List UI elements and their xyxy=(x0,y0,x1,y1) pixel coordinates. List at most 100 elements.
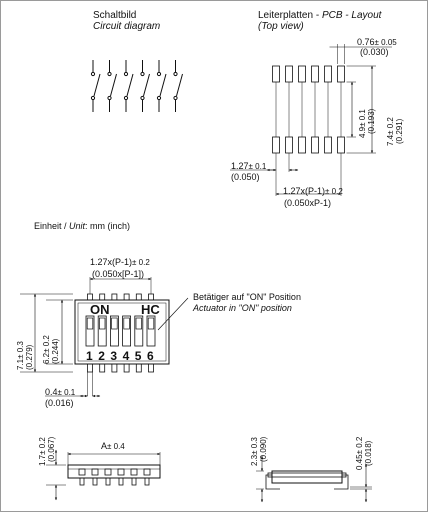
pcb-overall-inch: (0.291) xyxy=(395,118,404,144)
side-actuator xyxy=(78,468,86,476)
switch-position-5: 5 xyxy=(134,349,142,363)
circuit-bottom-contact xyxy=(107,95,112,101)
circuit-switch-blade xyxy=(110,73,117,97)
side-actuator xyxy=(91,468,99,476)
unit-value: : mm (inch) xyxy=(85,221,131,231)
switch-brand-label: HC xyxy=(141,302,160,317)
pcb-bottom-pad xyxy=(324,136,332,154)
switch-body-inner xyxy=(77,302,167,362)
switch-actuator-slot xyxy=(146,315,156,347)
pcb-top-pad xyxy=(337,65,345,83)
switch-bottom-pin xyxy=(135,363,142,373)
pcb-title-main: Leiterplatten - xyxy=(258,10,322,21)
circuit-subtitle: Circuit diagram xyxy=(93,21,161,32)
side-body xyxy=(67,464,161,479)
pcb-pad-width: 0.76± 0.05 xyxy=(357,37,397,48)
switch-top-span-inch: (0.050x[P-1]) xyxy=(92,269,145,279)
pcb-span: 1.27x(P-1)± 0.2 xyxy=(283,186,343,197)
switch-actuator-knob xyxy=(135,317,142,330)
end-height-tol: ± 0.3 xyxy=(250,437,259,455)
circuit-bottom-contact xyxy=(173,95,178,101)
switch-actuator-slot xyxy=(134,315,144,347)
switch-actuator-knob xyxy=(99,317,106,330)
side-length-label: A xyxy=(101,441,108,451)
end-thickness-inch: (0.018) xyxy=(364,440,373,466)
circuit-top-contact xyxy=(140,71,145,77)
switch-position-1: 1 xyxy=(86,349,93,363)
end-left-lead xyxy=(265,474,280,490)
switch-pin-width-value: 0.4 xyxy=(45,387,58,397)
switch-bottom-pin xyxy=(99,363,106,373)
pcb-pad-gap: 4.9± 0.1 xyxy=(358,109,367,138)
unit-label: Unit xyxy=(69,221,86,231)
switch-bottom-pin xyxy=(123,363,130,373)
pcb-span-inch: (0.050xP-1) xyxy=(284,198,332,208)
side-height: 1.7± 0.2 xyxy=(38,437,47,466)
end-thickness: 0.45± 0.2 xyxy=(355,437,364,470)
switch-top-pin xyxy=(135,293,142,301)
circuit-top-contact xyxy=(173,71,178,77)
circuit-switch-blade xyxy=(143,73,150,97)
switch-top-pin xyxy=(87,293,93,301)
end-view xyxy=(256,455,372,503)
side-height-tol: ± 0.2 xyxy=(38,437,47,455)
switch-height-inner-tol: ± 0.2 xyxy=(42,335,51,353)
pcb-bottom-pad xyxy=(298,136,306,154)
end-height: 2.3± 0.3 xyxy=(250,437,259,466)
switch-height-inner-value: 6.2 xyxy=(42,352,51,364)
circuit-top-contact xyxy=(107,71,112,77)
end-height-value: 2.3 xyxy=(250,454,259,466)
side-length-tol: ± 0.4 xyxy=(107,442,125,451)
switch-height-inner: 6.2± 0.2 xyxy=(42,335,51,364)
switch-bottom-pin xyxy=(87,363,93,373)
switch-actuator-slot xyxy=(85,315,95,347)
switch-bottom-pin xyxy=(148,363,154,373)
pcb-pad-width-inch: (0.030) xyxy=(360,47,389,57)
switch-height-inner-inch: (0.244) xyxy=(51,338,60,364)
pcb-subtitle: (Top view) xyxy=(258,21,304,32)
circuit-bottom-contact xyxy=(90,95,96,101)
switch-actuator-slot xyxy=(97,315,107,347)
pcb-span-value: 1.27x(P-1) xyxy=(283,186,326,196)
switch-body xyxy=(74,299,170,365)
circuit-diagram xyxy=(90,60,183,112)
pcb-pad-width-tol: ± 0.05 xyxy=(374,38,397,47)
side-actuator xyxy=(104,468,112,476)
switch-top-pin xyxy=(111,293,118,301)
side-pin xyxy=(131,477,137,486)
end-thickness-value: 0.45 xyxy=(355,454,364,470)
switch-actuator-knob xyxy=(111,317,118,330)
switch-actuator-knob xyxy=(123,317,130,330)
circuit-title: Schaltbild xyxy=(93,10,137,21)
side-actuator xyxy=(130,468,138,476)
end-thickness-tol: ± 0.2 xyxy=(355,436,364,455)
end-height-inch: (0.090) xyxy=(259,436,268,462)
switch-top-span-value: 1.27x(P-1) xyxy=(90,257,133,267)
circuit-top-contact xyxy=(156,71,162,77)
switch-actuator-knob xyxy=(147,317,155,330)
pcb-layout xyxy=(230,44,392,196)
side-pin xyxy=(118,477,124,486)
side-pin xyxy=(144,477,150,486)
switch-position-6: 6 xyxy=(147,349,154,363)
circuit-bottom-contact xyxy=(140,95,145,101)
pcb-top-pad xyxy=(298,65,306,83)
pcb-top-pad xyxy=(272,65,280,83)
side-height-value: 1.7 xyxy=(38,454,47,466)
switch-top-span-tol: ± 0.2 xyxy=(132,258,150,267)
pcb-bottom-pad xyxy=(311,136,319,154)
switch-actuator-slot xyxy=(110,315,119,347)
pcb-overall-value: 7.4 xyxy=(386,134,395,146)
end-right-lead xyxy=(334,474,349,490)
switch-actuator-knob xyxy=(86,317,94,330)
switch-actuator-slot xyxy=(122,315,131,347)
circuit-switch-blade xyxy=(176,73,183,97)
pcb-pad-gap-inch: (0.193) xyxy=(367,108,376,134)
side-pin xyxy=(79,477,85,486)
switch-top-view xyxy=(20,277,189,398)
side-pin xyxy=(92,477,98,486)
unit-line: Einheit / Unit: mm (inch) xyxy=(34,221,130,232)
pcb-bottom-pad xyxy=(272,136,280,154)
